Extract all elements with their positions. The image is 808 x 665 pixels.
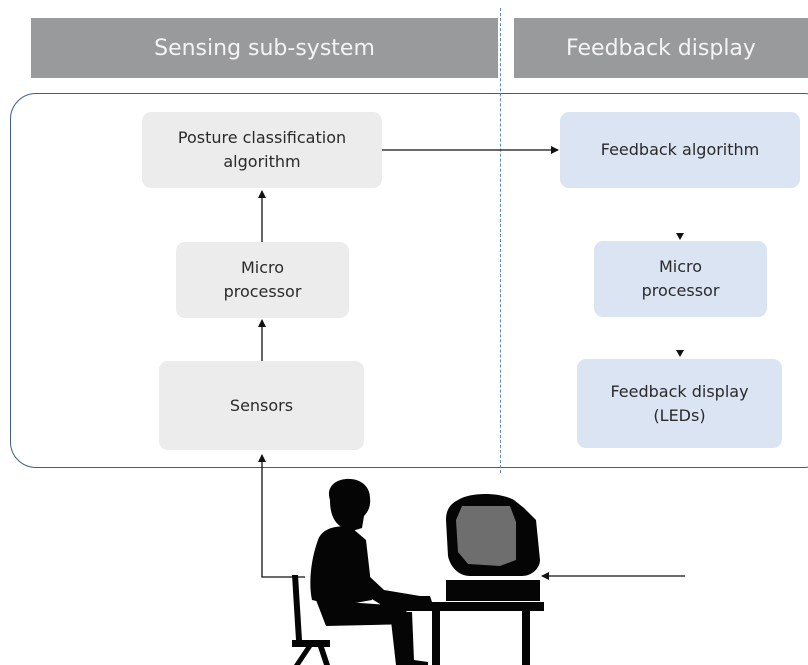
sensing-microprocessor-box: Micro processor (176, 242, 349, 318)
feedback-algorithm-box: Feedback algorithm (560, 112, 800, 188)
sensing-subsystem-header-label: Sensing sub-system (154, 35, 375, 61)
sensing-subsystem-header: Sensing sub-system (31, 18, 498, 78)
monitor-screen-icon (456, 506, 516, 566)
sensors-box: Sensors (159, 361, 364, 450)
feedback-display-header: Feedback display (514, 18, 808, 78)
arrowhead-to-feedback-micro (676, 233, 684, 240)
feedback-microprocessor-label: Micro processor (641, 257, 720, 300)
subsystem-divider (500, 8, 501, 473)
system-frame (10, 93, 808, 468)
feedback-microprocessor-box: Micro processor (594, 241, 767, 317)
feedback-display-leds-box: Feedback display (LEDs) (577, 359, 782, 448)
posture-classification-label: Posture classification algorithm (177, 128, 347, 171)
arrow-person-to-sensors (258, 454, 305, 578)
feedback-display-leds-label: Feedback display (LEDs) (610, 381, 749, 425)
feedback-algorithm-label: Feedback algorithm (600, 140, 760, 159)
arrowhead-to-feedback-display (676, 350, 684, 357)
posture-classification-box: Posture classification algorithm (142, 112, 382, 188)
feedback-display-header-label: Feedback display (566, 35, 756, 61)
sensors-label: Sensors (229, 395, 294, 415)
sensing-microprocessor-label: Micro processor (223, 258, 302, 301)
